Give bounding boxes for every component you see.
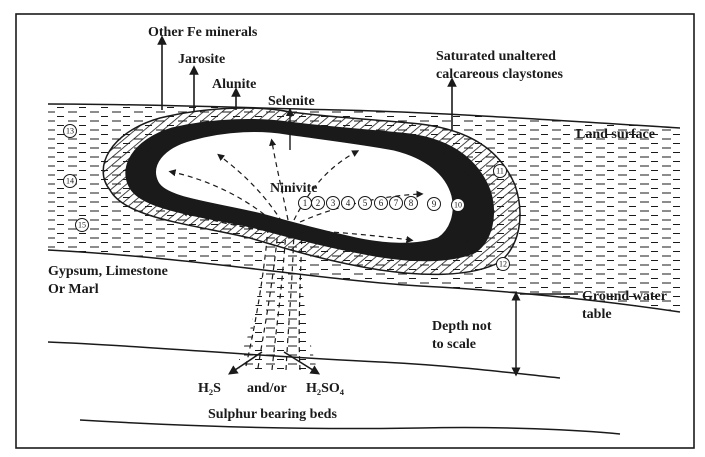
zone-number-15: 15: [78, 221, 86, 230]
zone-number-10: 10: [454, 201, 462, 210]
label-and-or: and/or: [247, 381, 287, 396]
zone-number-2: 2: [316, 198, 321, 208]
sulphur-bed-bottom-line: [80, 420, 620, 434]
zone-number-11: 11: [496, 167, 504, 176]
label-selenite: Selenite: [268, 94, 315, 109]
zone-number-6: 6: [379, 198, 384, 208]
label-saturated-line2: calcareous claystones: [436, 67, 563, 82]
zone-number-5: 5: [363, 198, 368, 208]
label-saturated-line1: Saturated unaltered: [436, 49, 556, 64]
zone-number-13: 13: [66, 127, 74, 136]
zone-number-3: 3: [331, 198, 336, 208]
label-land-surface: Land surface: [576, 127, 655, 142]
label-gypsum-line1: Gypsum, Limestone: [48, 264, 168, 279]
label-gypsum-line2: Or Marl: [48, 282, 99, 297]
zone-number-14: 14: [66, 177, 74, 186]
zone-number-12: 12: [499, 260, 507, 269]
label-sulphur-bearing-beds: Sulphur bearing beds: [208, 407, 337, 422]
zone-number-1: 1: [303, 198, 308, 208]
label-jarosite: Jarosite: [178, 52, 225, 67]
zone-number-4: 4: [346, 198, 351, 208]
zone-number-9: 9: [432, 199, 437, 209]
label-other-fe-minerals: Other Fe minerals: [148, 25, 258, 40]
label-ninivite: Ninivite: [270, 181, 317, 196]
zone-number-7: 7: [394, 198, 399, 208]
label-depth-line2: to scale: [432, 337, 476, 352]
label-h2so4: H₂SO₄: [306, 381, 345, 396]
label-groundwater-line1: Ground water: [582, 289, 667, 304]
label-depth-line1: Depth not: [432, 319, 492, 334]
label-h2s: H₂S: [198, 381, 221, 396]
zone-number-8: 8: [409, 198, 414, 208]
label-alunite: Alunite: [212, 77, 256, 92]
label-groundwater-line2: table: [582, 307, 612, 322]
